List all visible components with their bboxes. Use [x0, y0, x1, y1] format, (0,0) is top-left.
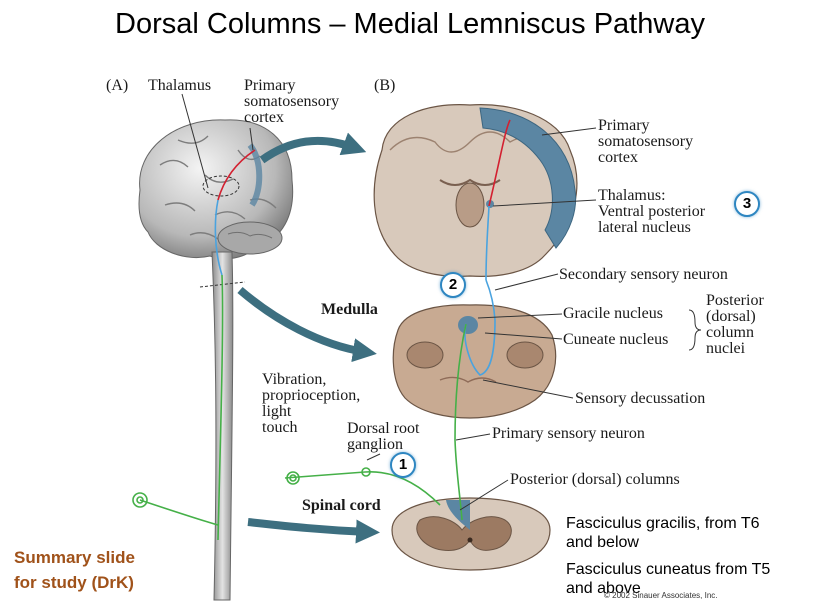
- spinal-cord-section: [391, 497, 551, 571]
- dorsal-root-ganglion-label: Dorsal root ganglion: [347, 420, 420, 453]
- pathway-lines-panel-a: [139, 149, 256, 541]
- primary-cortex-a-label: Primary somatosensory cortex: [244, 77, 340, 126]
- spinal-cord-label: Spinal cord: [302, 497, 381, 514]
- thalamus-vpl-label: Thalamus: Ventral posterior lateral nucl…: [598, 187, 706, 236]
- secondary-neuron-label: Secondary sensory neuron: [559, 266, 728, 283]
- pathway-lines-spinal: [132, 439, 463, 521]
- step-badge-1: 1: [390, 452, 416, 478]
- medulla-section: [392, 304, 557, 419]
- gracile-nucleus-label: Gracile nucleus: [563, 305, 663, 322]
- coronal-brain-section: [373, 104, 578, 277]
- fasciculus-gracilis-text: Fasciculus gracilis, from T6 and below: [566, 515, 760, 551]
- column-nuclei-label: Posterior (dorsal) column nuclei: [706, 292, 764, 357]
- step-badge-2: 2: [440, 272, 466, 298]
- sensory-decussation-label: Sensory decussation: [575, 390, 706, 407]
- posterior-columns-label: Posterior (dorsal) columns: [510, 471, 680, 488]
- summary-note: Summary slide for study (DrK): [14, 548, 135, 592]
- primary-cortex-b-label: Primary somatosensory cortex: [598, 117, 694, 166]
- copyright-text: © 2002 Sinauer Associates, Inc.: [604, 591, 718, 600]
- arrow-cord-to-medulla: [237, 286, 377, 363]
- page-title: Dorsal Columns – Medial Lemniscus Pathwa…: [115, 8, 705, 40]
- cuneate-nucleus-label: Cuneate nucleus: [563, 331, 669, 348]
- pathway-lines-panel-b: [485, 119, 511, 281]
- medulla-label: Medulla: [321, 301, 378, 318]
- fasciculus-cuneatus-text: Fasciculus cuneatus from T5 and above: [566, 561, 771, 597]
- panel-b-label: (B): [374, 77, 396, 94]
- step-badge-3: 3: [734, 191, 760, 217]
- arrow-brain-to-coronal: [259, 132, 367, 164]
- panel-a-label: (A): [106, 77, 129, 94]
- leader-lines: [181, 93, 702, 511]
- thalamus-label: Thalamus: [148, 77, 212, 94]
- primary-neuron-label: Primary sensory neuron: [492, 425, 645, 442]
- pathway-lines-medulla: [454, 279, 496, 441]
- panel-arrows: [237, 132, 380, 544]
- modalities-label: Vibration, proprioception, light touch: [262, 371, 361, 436]
- arrow-cord-to-spinal-section: [247, 518, 380, 544]
